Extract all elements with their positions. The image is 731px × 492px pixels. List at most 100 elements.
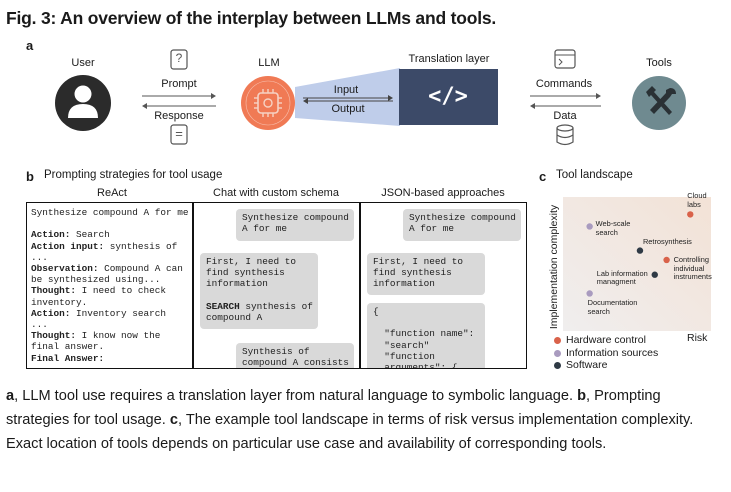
landscape-point-label: Lab information managment [596,268,648,287]
panel-c-title: Tool landscape [556,169,633,181]
react-line: Action input: synthesis of [31,240,178,252]
prompt-arrow [142,93,216,99]
legend-item: Software [553,359,703,371]
react-keyword: Action input: [31,240,105,252]
json-user-bubble: Synthesize compound A for me [403,209,521,241]
tools-icon [632,76,686,130]
commands-label: Commands [535,78,593,90]
legend-item: Hardware control [553,334,703,346]
landscape-point [651,271,658,278]
output-arrow [303,98,393,104]
react-line: ... [31,251,48,263]
react-line: Final Answer: [31,353,189,364]
y-axis-label: Implementation complexity [548,204,560,330]
react-line: Action: Search [31,229,110,241]
landscape-point [636,247,644,254]
react-transcript: Synthesize compound A for me Action: Sear… [31,207,189,364]
caption-label-a: a [6,388,15,404]
legend-swatch [554,349,561,357]
landscape-point-label: Cloud labs [687,191,707,210]
chat-llm-bubble: First, I need to find synthesis informat… [200,253,318,329]
input-label: Input [333,84,359,96]
caption-text-a: , LLM tool use requires a translation la… [14,388,578,404]
commands-arrow [530,93,601,99]
react-line: Observation: Compound A can [31,263,183,274]
react-keyword: Action: [31,229,71,241]
chat-schema-box: Synthesize compound A for me First, I ne… [193,202,360,369]
landscape-point [586,290,593,297]
react-heading: ReAct [97,187,127,199]
translation-layer-label: Translation layer [408,53,490,65]
input-arrow [303,95,393,101]
response-label: Response [154,110,204,122]
x-axis-label: Risk [687,332,708,344]
json-function-bubble: { "function name": "search" "function ar… [367,303,485,368]
prompt-label: Prompt [161,78,197,90]
panel-c-label: c [539,169,547,184]
llm-label: LLM [258,57,280,69]
landscape-point-label: Controlling individual instruments [673,254,712,282]
database-icon [556,124,574,146]
caption-text-b: , Prompting strategies for tool usage. [6,388,661,428]
question-glyph: ? [175,51,183,65]
legend-label: Information sources [566,346,659,359]
question-icon [170,49,188,70]
legend-swatch [554,362,561,369]
user-label: User [71,57,95,69]
figure-title: Fig. 3: An overview of the interplay bet… [6,8,497,28]
chat-user-bubble: Synthesize compound A for me [236,209,354,241]
legend-label: Hardware control [566,334,646,346]
equals-glyph: = [175,126,183,141]
json-heading: JSON-based approaches [381,187,505,199]
plot-background [563,197,711,331]
caption-label-c: c [169,412,178,428]
chat-schema-heading: Chat with custom schema [213,187,339,199]
panel-b-label: b [26,169,34,184]
translation-layer-box [399,69,498,125]
tool-landscape-plot [563,197,711,331]
react-line: Synthesize compound A for me [31,207,189,218]
code-icon: </> [428,84,468,109]
data-label: Data [553,110,577,122]
react-keyword: Observation: [31,263,99,274]
react-keyword: Final Answer: [31,352,105,364]
landscape-point-label: Documentation search [587,298,638,317]
landscape-point-label: Web-scale search [595,219,631,238]
terminal-icon [554,49,576,69]
tools-label: Tools [646,57,672,69]
react-keyword: Thought: [31,330,77,342]
react-keyword: Thought: [31,285,77,297]
react-line: final answer. [31,341,105,353]
react-line: ... [31,319,48,331]
legend-swatch [554,337,561,344]
llm-chip-icon [241,76,295,130]
json-llm-bubble: First, I need to find synthesis informat… [367,253,485,295]
response-arrow [142,103,216,109]
react-keyword: Action: [31,307,71,319]
react-line [31,218,189,229]
figure-caption: a, LLM tool use requires a translation l… [6,384,726,456]
caption-label-b: b [577,388,587,404]
chat-tool-bubble: Synthesis of compound A consists [236,343,354,368]
data-arrow [530,103,601,109]
y-axis-label-wrap: Implementation complexity [548,205,560,329]
react-box: Synthesize compound A for me Action: Sear… [26,202,193,369]
legend-label: Software [566,359,608,371]
panel-a-diagram [55,49,686,146]
react-line: Action: Inventory search [31,307,167,319]
equals-icon [170,124,188,145]
landscape-point [663,256,670,264]
react-line: inventory. [31,296,88,308]
react-line: be synthesized using... [31,274,161,286]
caption-text-c: , The example tool landscape in terms of… [6,412,694,452]
user-icon [55,75,111,131]
json-box: Synthesize compound A for me First, I ne… [360,202,527,369]
search-keyword: SEARCH [206,300,240,312]
landscape-point [586,223,593,230]
legend-item: Information sources [553,347,703,359]
landscape-point [687,211,694,218]
react-line: Thought: I need to check [31,285,167,297]
panel-b-title: Prompting strategies for tool usage [44,169,223,181]
